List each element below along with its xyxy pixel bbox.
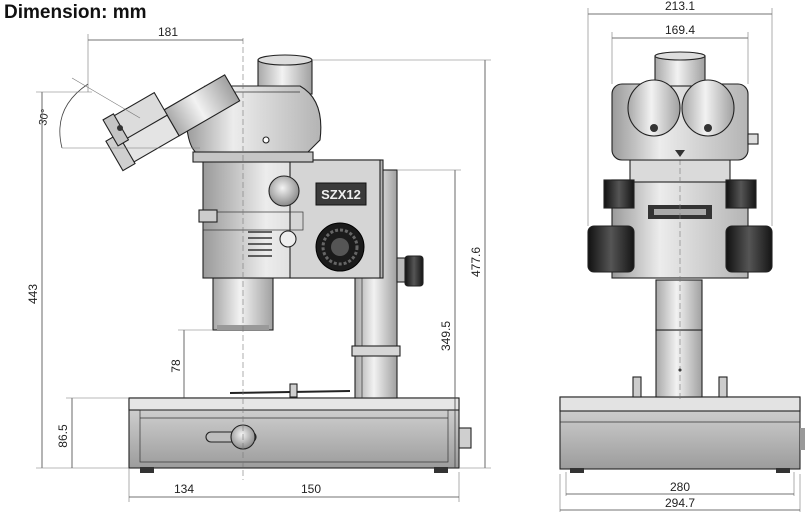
dim-working: 78 (169, 359, 183, 373)
zoom-dial-icon (331, 238, 349, 256)
zoom-knob-icon (268, 175, 300, 207)
front-view: 213.1 169.4 280 294.7 (559, 0, 805, 512)
dim-base-left: 134 (174, 482, 194, 496)
dim-base-outer: 294.7 (665, 496, 695, 510)
dim-line-78: 78 (169, 329, 213, 398)
eyepiece-tubes (102, 74, 241, 172)
eyepiece-left-icon (627, 79, 681, 137)
dim-line-477-6: 477.6 (312, 59, 491, 469)
dim-line-bottom: 134 150 (128, 468, 460, 502)
dim-line-86-5: 86.5 (56, 397, 129, 468)
dim-stage-height: 349.5 (439, 321, 453, 351)
dim-line-front-bottom: 280 294.7 (559, 472, 801, 512)
front-knob-left-icon (587, 225, 635, 273)
dim-line-213-1: 213.1 (587, 0, 773, 226)
dim-line-349-5: 349.5 (397, 169, 461, 468)
side-view: SZX12 (26, 25, 491, 502)
dim-top-width: 181 (158, 25, 178, 39)
focus-knob-icon (404, 255, 424, 287)
dim-outer-width: 213.1 (665, 0, 695, 13)
dim-line-169-4: 169.4 (611, 23, 749, 84)
dim-eyepiece-angle: 30° (37, 108, 52, 126)
dim-inner-width: 169.4 (665, 23, 695, 37)
angle-indicator: 30° (37, 77, 200, 149)
eyepiece-mark-icon (117, 125, 123, 131)
front-body (587, 150, 773, 400)
dim-base-height: 86.5 (56, 424, 70, 448)
side-base (128, 383, 472, 473)
zoom-body: SZX12 (198, 159, 384, 279)
eyepiece-right-icon (681, 79, 735, 137)
dim-total-height: 443 (26, 284, 40, 304)
diagram-title: Dimension: mm (4, 2, 147, 23)
front-column (655, 329, 703, 398)
dim-line-181: 181 (87, 25, 243, 92)
front-base (559, 376, 805, 473)
front-knob-right-icon (725, 225, 773, 273)
dim-column-height: 477.6 (469, 247, 483, 277)
dim-base-inner: 280 (670, 480, 690, 494)
front-knob-upper-right-icon (725, 179, 757, 209)
front-knob-upper-left-icon (603, 179, 635, 209)
dim-base-right: 150 (301, 482, 321, 496)
model-label: SZX12 (321, 187, 361, 202)
dim-line-443: 443 (26, 91, 129, 469)
front-head (611, 51, 759, 161)
